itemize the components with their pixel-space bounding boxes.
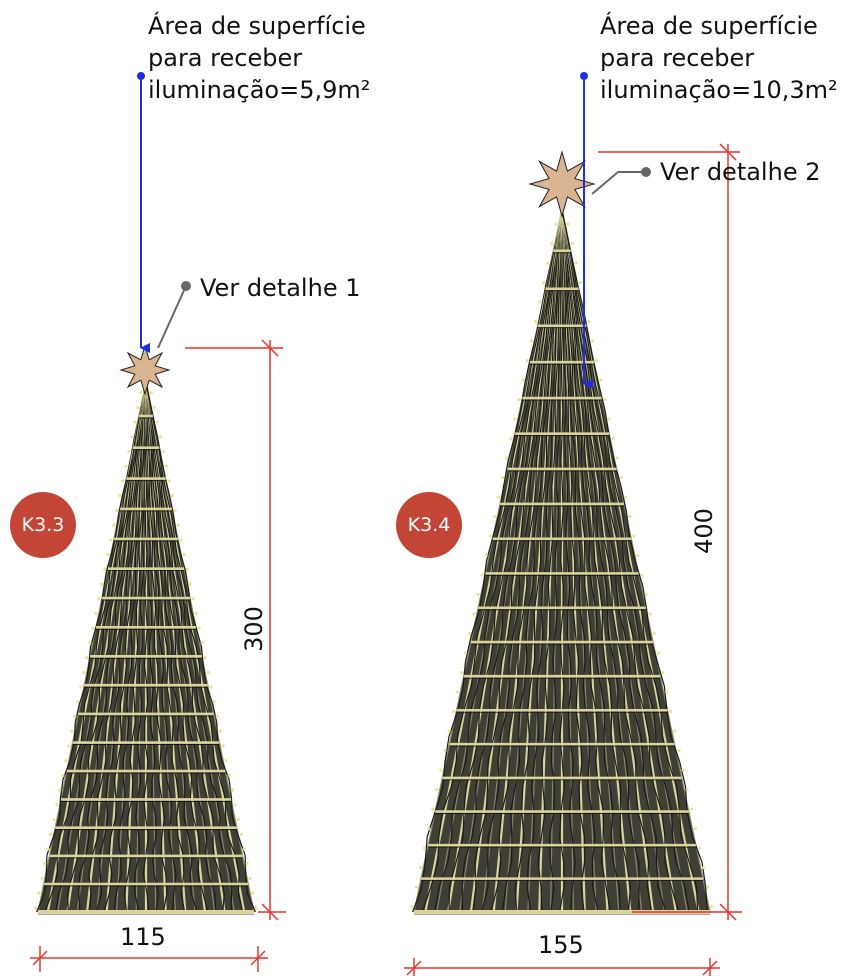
- area-pointer-dot: [580, 72, 588, 80]
- tree-k33-body: [34, 381, 258, 915]
- area-caption-line1: Área de superfície: [148, 12, 366, 40]
- height-dimension: [185, 339, 286, 921]
- area-caption-line3: iluminação=5,9m²: [148, 76, 371, 104]
- height-label: 300: [240, 606, 268, 652]
- detail-leader-dot: [641, 167, 651, 177]
- detail-leader-line: [157, 285, 187, 349]
- detail-leader-dot: [181, 281, 191, 291]
- model-badge: K3.3: [10, 492, 76, 558]
- height-dimension: [598, 143, 742, 921]
- area-caption-line2: para receber: [600, 44, 755, 72]
- star-ornament-icon: [119, 344, 171, 396]
- width-dimension: [404, 958, 720, 976]
- height-label: 400: [690, 508, 718, 554]
- detail-label: Ver detalhe 2: [660, 158, 821, 186]
- star-ornament-icon: [528, 150, 596, 218]
- model-badge: K3.4: [396, 492, 462, 558]
- detail-leader-line: [591, 171, 646, 195]
- area-pointer-dot: [137, 72, 145, 80]
- area-caption-line1: Área de superfície: [600, 12, 818, 40]
- area-caption-line2: para receber: [148, 44, 303, 72]
- width-label: 155: [538, 931, 584, 959]
- tree-k34-body: [410, 209, 714, 915]
- width-label: 115: [120, 923, 166, 951]
- width-dimension: [30, 946, 268, 972]
- detail-label: Ver detalhe 1: [200, 274, 361, 302]
- area-caption-line3: iluminação=10,3m²: [600, 76, 838, 104]
- tree-k34: [404, 72, 742, 976]
- tree-k33: [30, 72, 286, 972]
